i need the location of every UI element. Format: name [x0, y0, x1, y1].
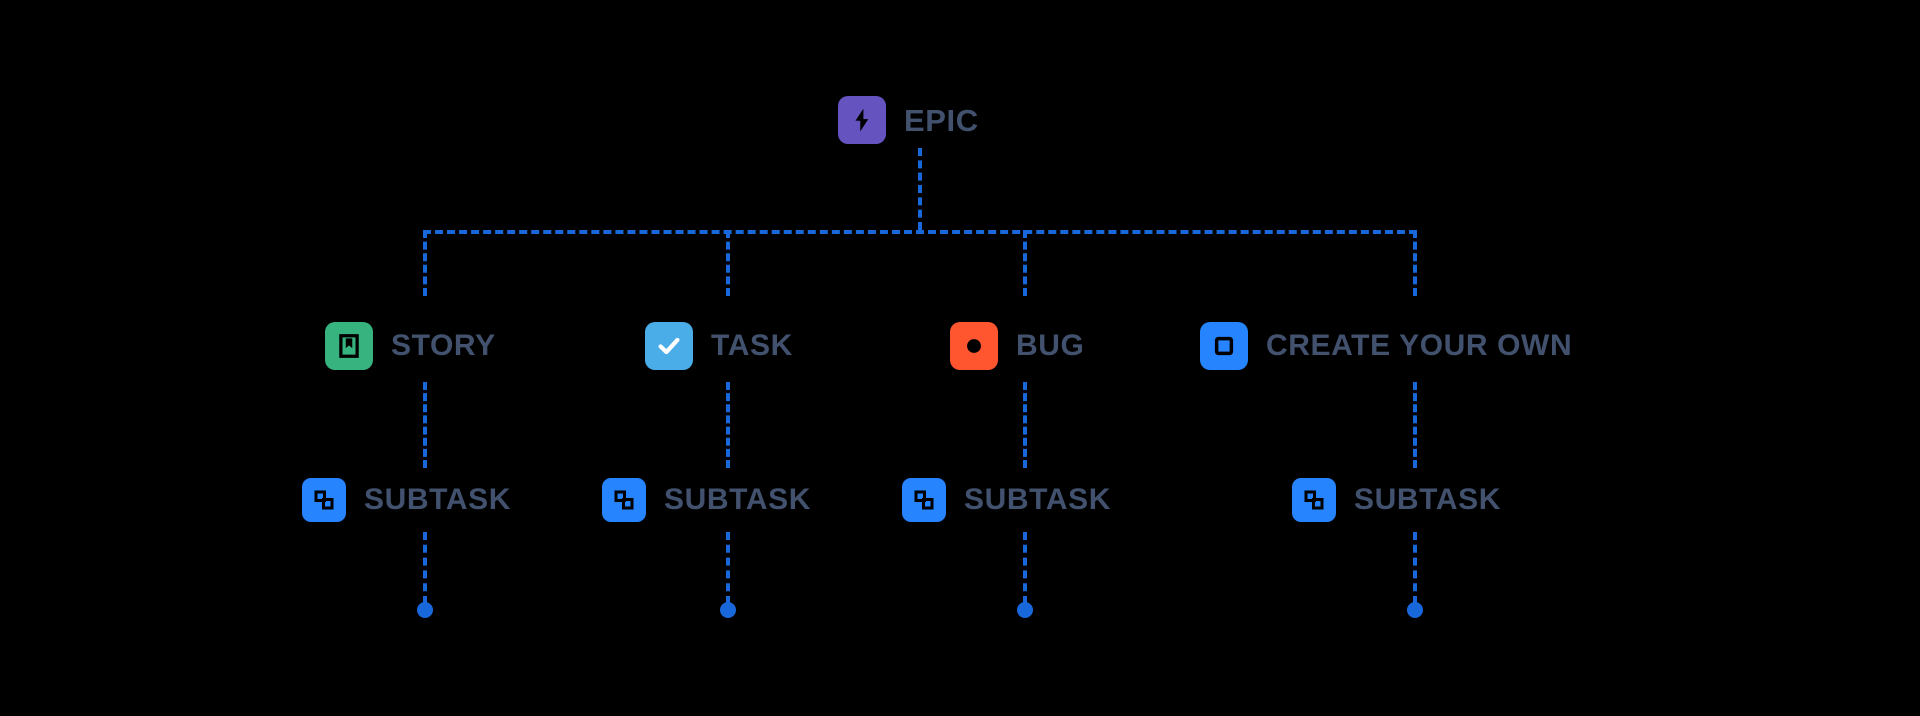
bug-circle-icon: [950, 322, 998, 370]
epic-lightning-icon: [838, 96, 886, 144]
node-subtask-2[interactable]: SUBTASK: [602, 478, 811, 522]
connector-epic-stem: [918, 148, 922, 230]
terminal-dot-1: [417, 602, 433, 618]
subtask-squares-icon: [902, 478, 946, 522]
connector-story-to-subtask: [423, 382, 427, 468]
node-bug[interactable]: BUG: [950, 322, 1084, 370]
node-epic[interactable]: EPIC: [838, 96, 979, 144]
connector-drop-bug: [1023, 230, 1027, 296]
subtask-label: SUBTASK: [664, 483, 811, 516]
connector-drop-task: [726, 230, 730, 296]
custom-square-icon: [1200, 322, 1248, 370]
epic-label: EPIC: [904, 102, 979, 138]
connector-task-to-subtask: [726, 382, 730, 468]
create-your-own-label: CREATE YOUR OWN: [1266, 329, 1573, 362]
subtask-squares-icon: [1292, 478, 1336, 522]
node-subtask-1[interactable]: SUBTASK: [302, 478, 511, 522]
terminal-dot-2: [720, 602, 736, 618]
connector-subtask-3-tail: [1023, 532, 1027, 604]
story-bookmark-icon: [325, 322, 373, 370]
connector-subtask-2-tail: [726, 532, 730, 604]
node-subtask-4[interactable]: SUBTASK: [1292, 478, 1501, 522]
node-create-your-own[interactable]: CREATE YOUR OWN: [1200, 322, 1572, 370]
subtask-label: SUBTASK: [364, 483, 511, 516]
bug-label: BUG: [1016, 329, 1085, 362]
node-task[interactable]: TASK: [645, 322, 793, 370]
connector-horizontal-bus: [423, 230, 1417, 234]
connector-subtask-4-tail: [1413, 532, 1417, 604]
connector-subtask-1-tail: [423, 532, 427, 604]
subtask-squares-icon: [602, 478, 646, 522]
connector-custom-to-subtask: [1413, 382, 1417, 468]
connector-drop-story: [423, 230, 427, 296]
connector-bug-to-subtask: [1023, 382, 1027, 468]
terminal-dot-4: [1407, 602, 1423, 618]
terminal-dot-3: [1017, 602, 1033, 618]
task-check-icon: [645, 322, 693, 370]
node-subtask-3[interactable]: SUBTASK: [902, 478, 1111, 522]
task-label: TASK: [711, 329, 793, 362]
subtask-label: SUBTASK: [1354, 483, 1501, 516]
subtask-label: SUBTASK: [964, 483, 1111, 516]
subtask-squares-icon: [302, 478, 346, 522]
connector-drop-custom: [1413, 230, 1417, 296]
node-story[interactable]: STORY: [325, 322, 496, 370]
story-label: STORY: [391, 329, 496, 362]
